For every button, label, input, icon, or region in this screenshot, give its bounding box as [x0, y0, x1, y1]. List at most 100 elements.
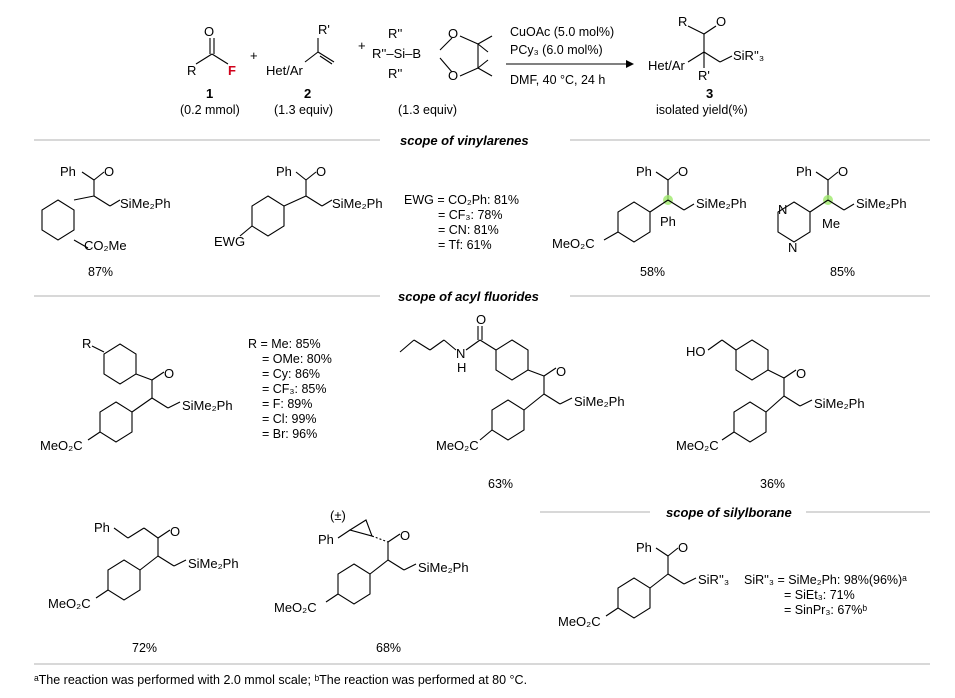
c4-me: Me [822, 216, 840, 231]
sub1-amount: (0.2 mmol) [180, 103, 240, 117]
ewg-yield-list: EWG = CO₂Ph: 81% = CF₃: 78% = CN: 81% = … [404, 193, 519, 252]
sir-yield-list: SiR''₃ = SiMe₂Ph: 98%(96%)ᵃ = SiEt₃: 71%… [744, 573, 907, 617]
c3-si: SiMe₂Ph [696, 196, 747, 211]
sir-item-1: = SiEt₃: 71% [784, 588, 855, 602]
sub2-r-prime: R' [318, 22, 330, 37]
c10-o: O [678, 540, 688, 555]
c3-meo2c: MeO₂C [552, 236, 595, 251]
sub1-o-atom: O [204, 24, 214, 39]
reaction-arrowhead [626, 60, 634, 68]
section-acyl-fluorides: scope of acyl fluorides [398, 289, 539, 304]
condition-solvent: DMF, 40 °C, 24 h [510, 73, 605, 87]
c2-si: SiMe₂Ph [332, 196, 383, 211]
prod-r-prime: R' [698, 68, 710, 83]
compound-9-yield: 68% [376, 641, 401, 655]
c3-ph: Ph [636, 164, 652, 179]
compound-8-yield: 72% [132, 641, 157, 655]
c2-ph: Ph [276, 164, 292, 179]
prod-sir3: SiR''₃ [733, 48, 764, 63]
sub3-si-b: R''–Si–B [372, 46, 421, 61]
ewg-item-0: EWG = CO₂Ph: 81% [404, 193, 519, 207]
substrate-2-structure: R' Het/Ar [266, 22, 335, 78]
compound-6-structure: N H O O SiMe₂Ph MeO₂C [399, 312, 625, 453]
r-item-2: = Cy: 86% [262, 367, 320, 381]
condition-ligand: PCy₃ (6.0 mol%) [510, 43, 603, 57]
ewg-item-3: = Tf: 61% [438, 238, 492, 252]
sub3-o-bottom: O [448, 68, 458, 83]
compound-6-yield: 63% [488, 477, 513, 491]
c6-si: SiMe₂Ph [574, 394, 625, 409]
c9-ph: Ph [318, 532, 334, 547]
c10-ph: Ph [636, 540, 652, 555]
compound-2-structure: Ph O SiMe₂Ph EWG [214, 164, 383, 249]
section-vinylarenes: scope of vinylarenes [400, 133, 529, 148]
c4-ph: Ph [796, 164, 812, 179]
c2-ewg: EWG [214, 234, 245, 249]
compound-4-structure: Ph O SiMe₂Ph Me N N [777, 164, 907, 255]
c9-o: O [400, 528, 410, 543]
sub3-o-top: O [448, 26, 458, 41]
c7-meo2c: MeO₂C [676, 438, 719, 453]
plus-sign-1: + [250, 48, 258, 63]
sub1-number: 1 [206, 86, 213, 101]
r-yield-list: R = Me: 85% = OMe: 80% = Cy: 86% = CF₃: … [248, 337, 332, 441]
prod-hetar: Het/Ar [648, 58, 686, 73]
c9-meo2c: MeO₂C [274, 600, 317, 615]
c5-r: R [82, 336, 91, 351]
c4-si: SiMe₂Ph [856, 196, 907, 211]
sir-item-0: SiR''₃ = SiMe₂Ph: 98%(96%)ᵃ [744, 573, 907, 587]
c10-sir3: SiR''₃ [698, 572, 729, 587]
sub2-number: 2 [304, 86, 311, 101]
r-item-0: R = Me: 85% [248, 337, 321, 351]
c8-si: SiMe₂Ph [188, 556, 239, 571]
c6-o-amide: O [476, 312, 486, 327]
c8-o: O [170, 524, 180, 539]
r-item-5: = Cl: 99% [262, 412, 317, 426]
c9-si: SiMe₂Ph [418, 560, 469, 575]
sub3-amount: (1.3 equiv) [398, 103, 457, 117]
plus-sign-2: + [358, 38, 366, 53]
c9-racemic: (±) [330, 508, 346, 523]
sub2-amount: (1.3 equiv) [274, 103, 333, 117]
footnote: ᵃThe reaction was performed with 2.0 mmo… [34, 673, 527, 687]
substrate-3-structure: R'' R''–Si–B R'' O O [372, 26, 493, 83]
compound-3-structure: Ph O SiMe₂Ph Ph MeO₂C [552, 164, 747, 251]
sub1-f-atom: F [228, 63, 236, 78]
sub3-r-bottom: R'' [388, 66, 402, 81]
c1-o: O [104, 164, 114, 179]
ewg-item-2: = CN: 81% [438, 223, 499, 237]
compound-8-structure: Ph O SiMe₂Ph MeO₂C [48, 520, 239, 611]
compound-5-structure: R O SiMe₂Ph MeO₂C [40, 336, 233, 453]
prod-r-atom: R [678, 14, 687, 29]
c5-o: O [164, 366, 174, 381]
compound-3-yield: 58% [640, 265, 665, 279]
condition-catalyst: CuOAc (5.0 mol%) [510, 25, 614, 39]
c4-n2: N [788, 240, 797, 255]
sub1-r-atom: R [187, 63, 196, 78]
c5-meo2c: MeO₂C [40, 438, 83, 453]
c4-n1: N [778, 202, 787, 217]
compound-10-structure: Ph O SiR''₃ MeO₂C [558, 540, 729, 629]
compound-1-structure: Ph O SiMe₂Ph CO₂Me [41, 164, 171, 253]
product-3-structure: R O Het/Ar R' SiR''₃ [648, 14, 764, 83]
sub2-hetar: Het/Ar [266, 63, 304, 78]
r-item-6: = Br: 96% [262, 427, 317, 441]
prod-yield-note: isolated yield(%) [656, 103, 748, 117]
compound-7-structure: HO O SiMe₂Ph MeO₂C [676, 339, 865, 453]
reaction-scheme: O R F 1 (0.2 mmol) + R' Het/Ar 2 (1.3 eq… [180, 14, 764, 117]
c3-ph2: Ph [660, 214, 676, 229]
compound-7-yield: 36% [760, 477, 785, 491]
c2-o: O [316, 164, 326, 179]
c3-o: O [678, 164, 688, 179]
c7-si: SiMe₂Ph [814, 396, 865, 411]
c1-ph: Ph [60, 164, 76, 179]
c6-n: N [456, 346, 465, 361]
section-silylborane: scope of silylborane [666, 505, 792, 520]
c10-meo2c: MeO₂C [558, 614, 601, 629]
sir-item-2: = SinPr₃: 67%ᵇ [784, 603, 867, 617]
c8-meo2c: MeO₂C [48, 596, 91, 611]
compound-9-structure: (±) Ph O SiMe₂Ph MeO₂C [274, 508, 469, 615]
c1-co2me: CO₂Me [84, 238, 127, 253]
c6-o: O [556, 364, 566, 379]
